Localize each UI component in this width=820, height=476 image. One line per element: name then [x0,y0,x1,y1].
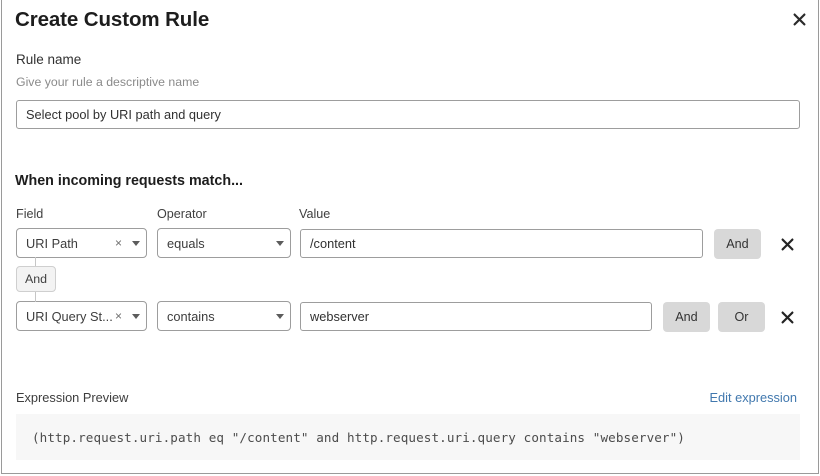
operator-select-value-row-2: contains [167,308,215,324]
column-header-value: Value [299,207,331,221]
or-button-row-2[interactable]: Or [718,302,765,332]
rule-name-hint: Give your rule a descriptive name [16,75,200,89]
operator-select-value-row-1: equals [167,235,205,251]
clear-icon[interactable]: × [114,235,122,250]
field-select-value-row-2: URI Query St... [26,308,113,324]
close-icon[interactable] [786,6,812,32]
rule-name-label: Rule name [16,52,82,67]
chevron-down-icon[interactable] [126,240,146,246]
operator-select-row-1[interactable]: equals [157,228,291,258]
page-title: Create Custom Rule [15,8,210,31]
value-input-row-1[interactable] [300,229,703,258]
match-section-heading: When incoming requests match... [15,173,243,189]
rule-name-input[interactable] [16,100,800,129]
clear-icon[interactable]: × [114,308,122,323]
expression-preview-label: Expression Preview [16,390,129,405]
chevron-down-icon[interactable] [126,313,146,319]
chevron-down-icon[interactable] [270,240,290,246]
column-header-field: Field [16,207,44,221]
field-select-row-1[interactable]: URI Path × [16,228,147,258]
chevron-down-icon[interactable] [270,313,290,319]
column-header-operator: Operator [157,207,207,221]
edit-expression-link[interactable]: Edit expression [709,390,798,405]
operator-select-row-2[interactable]: contains [157,301,291,331]
and-button-row-2[interactable]: And [663,302,710,332]
connector-line-bottom [35,290,36,302]
value-input-row-2[interactable] [300,302,652,331]
delete-row-button-row-2[interactable] [777,306,797,328]
group-connector-and-button[interactable]: And [16,266,56,292]
expression-preview-code-block: (http.request.uri.path eq "/content" and… [16,414,800,460]
and-button-row-1[interactable]: And [714,229,761,259]
field-select-row-2[interactable]: URI Query St... × [16,301,147,331]
delete-row-button-row-1[interactable] [777,233,797,255]
expression-preview-text: (http.request.uri.path eq "/content" and… [32,429,685,445]
field-select-value-row-1: URI Path [26,235,78,251]
connector-line-top [35,257,36,269]
